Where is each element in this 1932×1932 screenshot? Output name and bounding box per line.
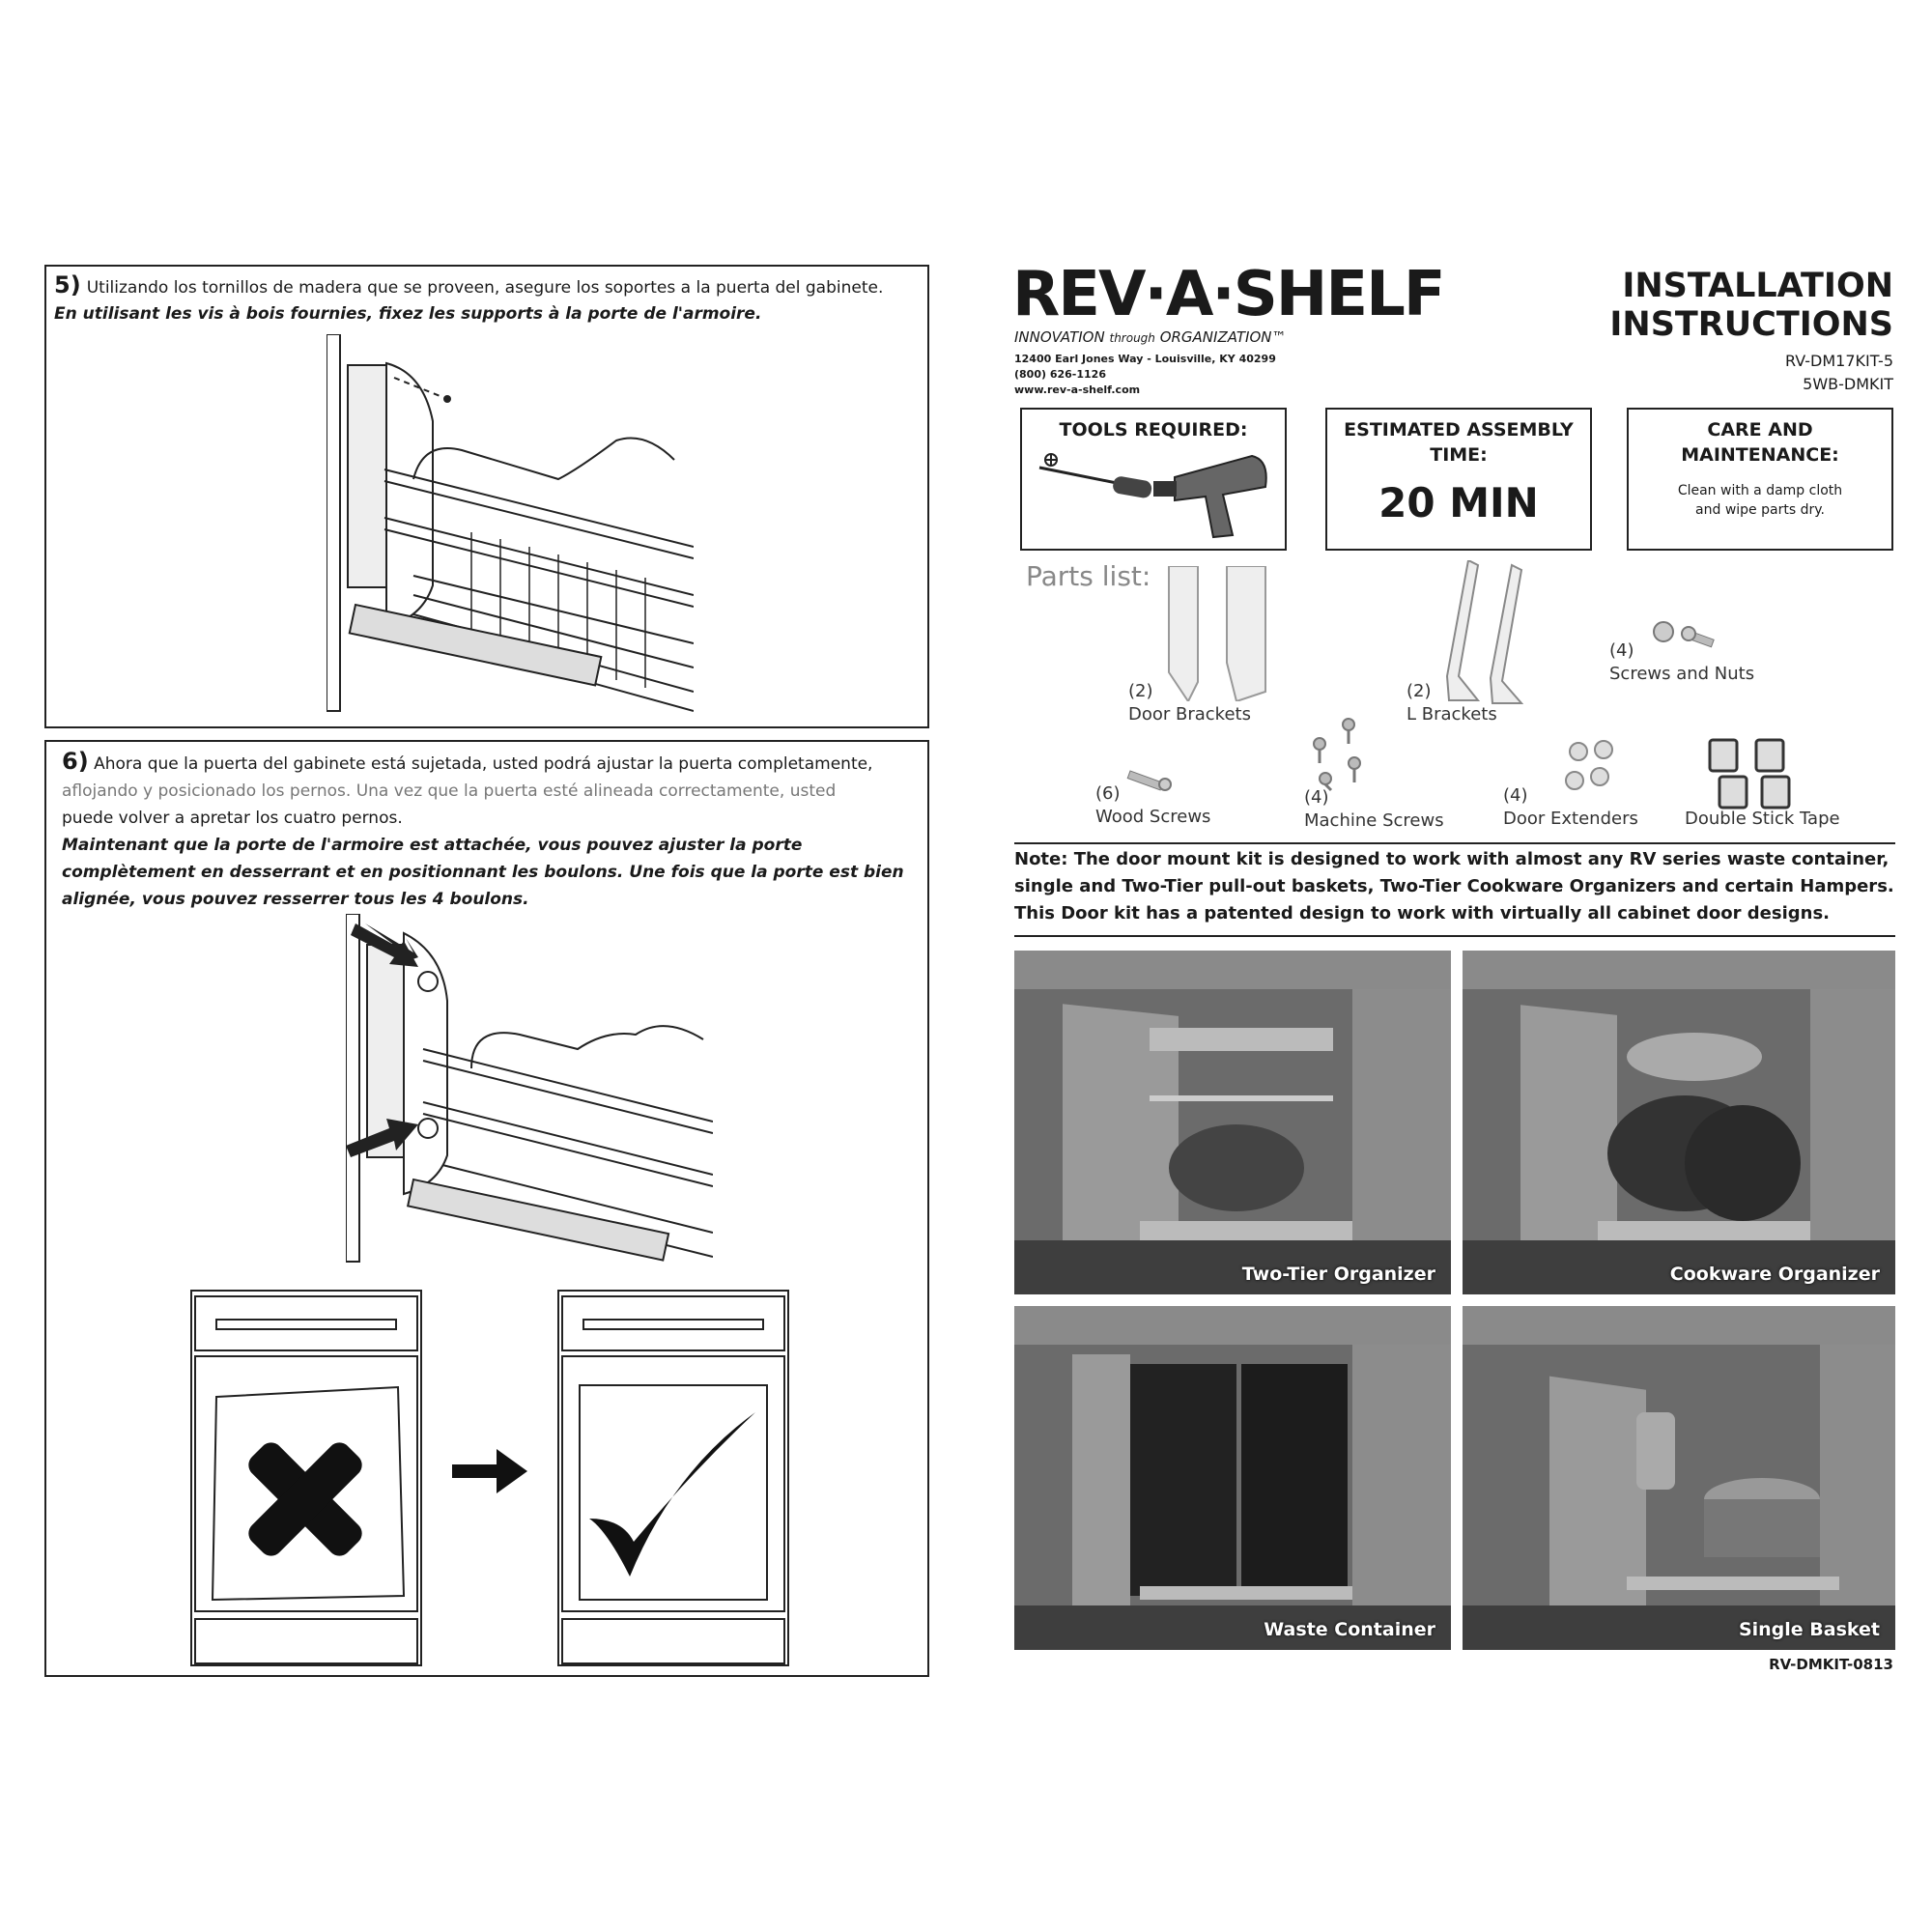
part-qty: (2) [1128,681,1153,701]
wood-screws-icon [1126,770,1172,791]
screwdriver-drill-icon [1038,453,1267,539]
part-name: Door Extenders [1503,809,1638,829]
aligned-cabinet-diagram [557,1290,789,1666]
part-screws-nuts: (4) Screws and Nuts [1609,639,1754,686]
step6-french-2: complètement en desserrant et en positio… [62,863,904,882]
part-name: Wood Screws [1095,807,1211,827]
part-name: Screws and Nuts [1609,664,1755,684]
cabinet-photo-illustration [1463,1306,1895,1650]
note-line-3: This Door kit has a patented design to w… [1014,903,1831,923]
screws-nuts-icon [1653,621,1715,648]
part-machine-screws: (4) Machine Screws [1304,786,1444,833]
step6-spanish-2: aflojando y posicionado los pernos. Una … [62,781,837,801]
step6-spanish-3: puede volver a apretar los cuatro pernos… [62,809,403,828]
care-title: CARE AND MAINTENANCE: [1681,419,1839,466]
photo-single-basket: Single Basket [1463,1306,1895,1650]
photo-caption: Cookware Organizer [1669,1264,1880,1285]
tagline-organization: ORGANIZATION™ [1159,328,1287,346]
part-double-stick-tape: Double Stick Tape [1685,808,1840,831]
step5-text: 5) Utilizando los tornillos de madera qu… [54,272,923,327]
x-mark-icon [248,1442,362,1556]
part-l-brackets: (2) L Brackets [1406,680,1497,726]
step6-box: 6) Ahora que la puerta del gabinete está… [44,740,929,1677]
note-line-1: Note: The door mount kit is designed to … [1014,849,1889,869]
machine-screws-icon [1313,718,1361,792]
address: 12400 Earl Jones Way - Louisville, KY 40… [1014,353,1276,365]
part-qty: (4) [1609,640,1634,661]
tools-required-box: TOOLS REQUIRED: [1020,408,1287,551]
photo-waste-container: Waste Container [1014,1306,1451,1650]
title-line-2: INSTRUCTIONS [1609,305,1893,344]
step6-french-3: alignée, vous pouvez resserrer tous les … [62,890,529,909]
cabinet-photo-illustration [1014,1306,1451,1650]
part-door-extenders: (4) Door Extenders [1503,784,1638,831]
title-line-1: INSTALLATION [1622,267,1893,305]
page-title: INSTALLATION INSTRUCTIONS [1609,267,1893,344]
photo-caption: Single Basket [1738,1619,1880,1640]
brand-logo: REV·A·SHELF [1012,259,1446,330]
part-name: Double Stick Tape [1685,809,1840,829]
model-number-2: 5WB-DMKIT [1803,375,1893,393]
step6-text: 6) Ahora que la puerta del gabinete está… [62,748,922,913]
cabinet-photo-illustration [1014,951,1451,1294]
part-wood-screws: (6) Wood Screws [1095,782,1210,829]
divider-bottom [1014,935,1895,937]
part-qty: (2) [1406,681,1432,701]
time-value: 20 MIN [1378,479,1539,526]
part-qty: (6) [1095,783,1121,804]
step5-illustration [327,334,694,712]
step6-spanish-1: Ahora que la puerta del gabinete está su… [94,754,873,774]
website: www.rev-a-shelf.com [1014,384,1141,396]
step5-french: En utilisant les vis à bois fournies, fi… [54,304,762,324]
tools-title: TOOLS REQUIRED: [1059,419,1248,440]
compatibility-note: Note: The door mount kit is designed to … [1014,846,1895,927]
care-maintenance-box: CARE AND MAINTENANCE: Clean with a damp … [1627,408,1893,551]
arrow-right-icon [452,1449,527,1493]
assembly-time-box: ESTIMATED ASSEMBLY TIME: 20 MIN [1325,408,1592,551]
step6-bracket-illustration [346,914,713,1263]
step6-number: 6) [62,748,89,775]
part-name: Machine Screws [1304,810,1444,831]
divider-top [1014,842,1895,844]
step5-box: 5) Utilizando los tornillos de madera qu… [44,265,929,728]
door-extenders-icon [1565,740,1613,790]
part-qty: (4) [1304,787,1329,808]
step6-french-1: Maintenant que la porte de l'armoire est… [62,836,803,855]
footer-code: RV-DMKIT-0813 [1769,1656,1893,1673]
care-text: Clean with a damp cloth and wipe parts d… [1677,483,1843,518]
part-name: L Brackets [1406,704,1497,724]
model-numbers: RV-DM17KIT-5 5WB-DMKIT [1785,350,1893,396]
door-brackets-icon [1168,566,1266,701]
tagline-through: through [1109,331,1155,345]
time-title: ESTIMATED ASSEMBLY TIME: [1344,419,1574,466]
contact-block: 12400 Earl Jones Way - Louisville, KY 40… [1014,352,1276,398]
tagline-innovation: INNOVATION [1014,328,1105,346]
misaligned-cabinet-diagram [190,1290,422,1666]
part-name: Door Brackets [1128,704,1251,724]
cabinet-photo-illustration [1463,951,1895,1294]
step5-spanish: Utilizando los tornillos de madera que s… [86,278,884,298]
parts-list-title: Parts list: [1026,560,1151,592]
photo-cookware-organizer: Cookware Organizer [1463,951,1895,1294]
part-qty: (4) [1503,785,1528,806]
photo-two-tier-organizer: Two-Tier Organizer [1014,951,1451,1294]
brand-tagline: INNOVATION through ORGANIZATION™ [1014,328,1287,346]
step5-number: 5) [54,271,81,298]
photo-caption: Waste Container [1264,1619,1435,1640]
double-stick-tape-icon [1708,738,1791,810]
l-brackets-icon [1445,560,1524,704]
note-line-2: single and Two-Tier pull-out baskets, Tw… [1014,876,1894,896]
model-number-1: RV-DM17KIT-5 [1785,352,1893,370]
phone: (800) 626-1126 [1014,368,1106,381]
photo-caption: Two-Tier Organizer [1241,1264,1435,1285]
part-door-brackets: (2) Door Brackets [1128,680,1251,726]
